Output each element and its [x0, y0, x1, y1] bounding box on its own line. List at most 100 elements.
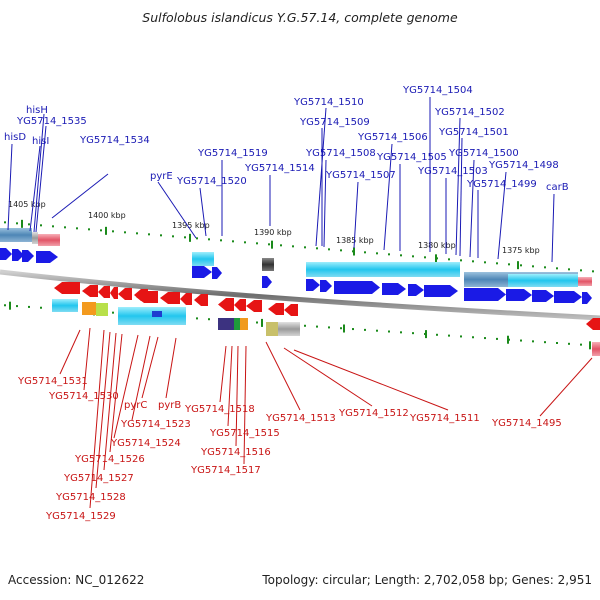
feature-bar: [0, 228, 32, 242]
scale-label: 1380 kbp: [418, 241, 456, 250]
reverse-gene-arrow: [234, 299, 246, 311]
minor-tick: [292, 245, 294, 248]
minor-tick: [364, 328, 366, 331]
leader-line: [235, 345, 239, 447]
gene-label: pyrC: [124, 400, 147, 411]
reverse-gene-arrow: [110, 287, 118, 299]
bottom-gene-labels: YG5714_1531 YG5714_1530 pyrC pyrB YG5714…: [17, 376, 562, 522]
gene-label: YG5714_1529: [45, 511, 116, 522]
minor-tick: [328, 248, 330, 251]
forward-gene-arrow: [582, 292, 592, 304]
minor-tick: [484, 337, 486, 340]
reverse-gene-arrow: [54, 282, 80, 294]
leader-line: [383, 143, 393, 251]
reverse-gene-arrow: [98, 286, 110, 298]
forward-gene-arrow: [464, 288, 506, 301]
reverse-gene-arrow: [82, 285, 98, 297]
gene-label: YG5714_1531: [17, 376, 88, 387]
scale-label: 1405 kbp: [8, 200, 46, 209]
minor-tick: [340, 249, 342, 252]
topology-text: Topology: circular; Length: 2,702,058 bp…: [262, 573, 592, 587]
feature-bar: [508, 274, 578, 287]
feature-bar: [278, 322, 300, 336]
minor-tick: [112, 230, 114, 233]
gene-label: YG5714_1504: [402, 85, 473, 96]
leader-line: [353, 181, 359, 249]
minor-tick: [4, 221, 6, 224]
feature-bar: [234, 318, 240, 330]
minor-tick: [40, 224, 42, 227]
minor-tick: [544, 341, 546, 344]
reverse-gene-arrow: [118, 288, 132, 300]
forward-gene-arrow: [22, 250, 34, 262]
minor-tick: [412, 332, 414, 335]
minor-tick: [376, 252, 378, 255]
minor-tick: [196, 237, 198, 240]
minor-tick: [400, 254, 402, 257]
leader-line: [51, 173, 109, 219]
scale-label: 1390 kbp: [254, 228, 292, 237]
forward-gene-arrow: [424, 285, 458, 297]
leader-line: [89, 329, 105, 509]
forward-gene-arrow: [382, 283, 406, 295]
minor-tick: [100, 229, 102, 232]
leader-line: [243, 345, 247, 465]
minor-tick: [28, 223, 30, 226]
leader-line: [131, 335, 151, 421]
minor-tick: [148, 233, 150, 236]
gene-label: YG5714_1499: [466, 179, 537, 190]
forward-gene-arrow: [532, 290, 554, 302]
gene-label: YG5714_1535: [16, 116, 87, 127]
feature-bar: [240, 318, 248, 330]
gene-label: YG5714_1501: [438, 127, 509, 138]
leader-line: [35, 125, 47, 233]
leader-line: [7, 143, 13, 231]
forward-gene-arrow: [12, 249, 24, 261]
leader-line: [265, 341, 301, 411]
gene-label: YG5714_1530: [48, 391, 119, 402]
gene-label: YG5714_1500: [448, 148, 519, 159]
minor-tick: [412, 255, 414, 258]
gene-label: YG5714_1506: [357, 132, 428, 143]
minor-tick: [28, 305, 30, 308]
minor-tick: [448, 334, 450, 337]
minor-tick: [76, 227, 78, 230]
leader-line: [283, 347, 373, 407]
leader-line: [539, 357, 593, 417]
minor-tick: [196, 317, 198, 320]
leader-line: [83, 327, 91, 391]
leader-line: [165, 337, 177, 399]
forward-gene-arrow: [320, 280, 332, 292]
gene-label: pyrB: [158, 400, 181, 411]
minor-tick: [580, 269, 582, 272]
gene-label: hisD: [4, 132, 26, 143]
feature-bar: [32, 232, 38, 244]
gene-label: YG5714_1503: [417, 166, 488, 177]
leader-line: [103, 332, 117, 471]
reverse-gene-arrow: [246, 300, 262, 312]
minor-tick: [352, 328, 354, 331]
leader-line: [293, 349, 449, 411]
top-leader-lines: [7, 97, 555, 263]
leader-line: [95, 331, 111, 489]
minor-tick: [220, 239, 222, 242]
feature-bar: [82, 302, 96, 315]
forward-gene-arrow: [212, 267, 222, 279]
minor-tick: [544, 266, 546, 269]
feature-bar: [592, 342, 600, 356]
minor-tick: [316, 247, 318, 250]
minor-tick: [472, 336, 474, 339]
minor-tick: [280, 244, 282, 247]
minor-tick: [184, 236, 186, 239]
gene-label: YG5714_1502: [434, 107, 505, 118]
feature-bar: [152, 311, 162, 317]
reverse-gene-arrow: [284, 304, 298, 316]
minor-tick: [16, 305, 18, 308]
minor-tick: [556, 341, 558, 344]
leader-line: [459, 137, 463, 257]
leader-line: [497, 171, 507, 260]
minor-tick: [256, 242, 258, 245]
minor-tick: [232, 240, 234, 243]
minor-tick: [532, 265, 534, 268]
